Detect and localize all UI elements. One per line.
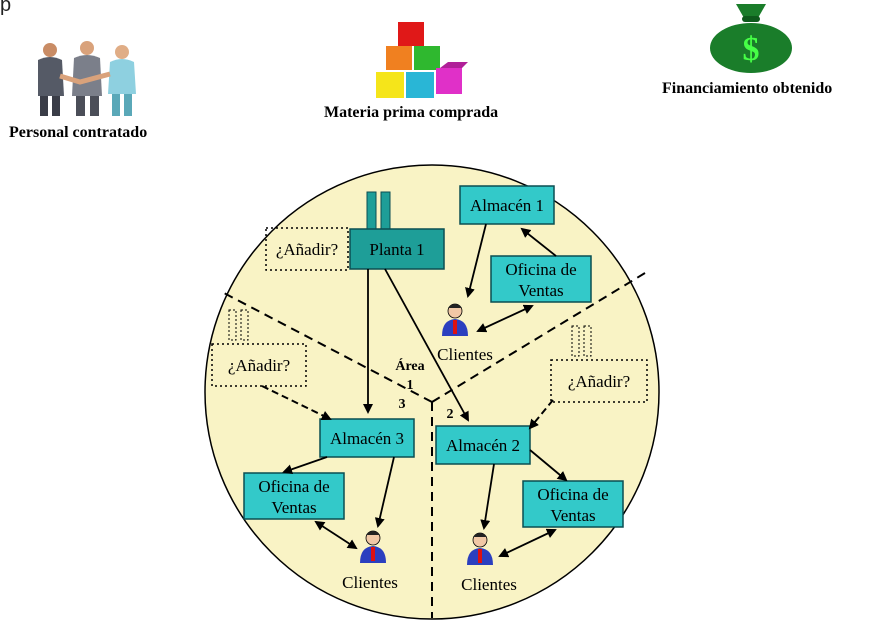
almacen-3-label: Almacén 3 [330,429,404,448]
anadir-box-top [265,227,349,271]
almacen-1-label: Almacén 1 [470,196,544,215]
oficina-area-2-line1: Oficina de [537,485,608,504]
planta-1-label: Planta 1 [369,240,424,259]
arrow-planta-to-almacen2 [384,268,469,422]
clientes-label-area-3: Clientes [342,573,398,592]
anadir-label-right: ¿Añadir? [568,372,630,391]
oficina-area-1-line1: Oficina de [505,260,576,279]
almacen-1-box [459,185,555,225]
client-icon-area-2 [467,532,493,565]
arrow-almacen1-to-clientes [465,223,487,298]
colored-blocks-icon [376,22,468,98]
oficina-box-area-2 [522,480,624,528]
personal-contratado-label: Personal contratado [9,124,148,141]
planta-1-box [349,228,445,270]
arrow-oficina2-clientes [498,528,557,558]
anadir-box-left [211,343,307,387]
arrow-almacen3-to-oficina3 [282,456,328,475]
chimney-sketch-right-2 [583,325,592,357]
chimney-sketch-left-1 [228,309,237,341]
area-divider-right [431,269,651,403]
arrow-oficina1-to-almacen1 [520,227,557,257]
corner-text-fragment: p [0,0,12,16]
clientes-label-area-1: Clientes [437,345,493,364]
financiamiento-label: Financiamiento obtenido [662,80,833,97]
anadir-box-right [550,359,648,403]
arrow-almacen2-to-oficina2 [529,449,568,482]
oficina-area-2-line2: Ventas [550,506,595,525]
arrow-anadir-right-to-almacen2 [528,399,554,430]
money-bag-icon: $ [710,4,792,73]
area-1-number: 1 [407,378,414,393]
planta-chimney-right [380,191,391,231]
arrow-almacen3-to-clientes [374,456,395,528]
arrow-oficina3-clientes [314,520,358,550]
business-people-icon [38,41,136,116]
chimney-sketch-right-1 [571,325,580,357]
anadir-label-left: ¿Añadir? [228,356,290,375]
anadir-label-top: ¿Añadir? [276,240,338,259]
clientes-label-area-2: Clientes [461,575,517,594]
area-3-number: 3 [399,397,406,412]
almacen-2-box [435,425,531,465]
area-2-number: 2 [447,407,454,422]
arrow-anadir-left-to-almacen3 [261,385,332,421]
client-icon-area-1 [442,303,468,336]
materia-prima-label: Materia prima comprada [324,104,499,121]
chimney-sketch-left-2 [240,309,249,341]
area-divider-left [221,291,433,403]
client-icon-area-3 [360,530,386,563]
arrow-almacen2-to-clientes [480,463,495,530]
oficina-area-1-line2: Ventas [518,281,563,300]
oficina-box-area-1 [490,255,592,303]
arrow-oficina1-clientes [476,304,534,333]
almacen-2-label: Almacén 2 [446,436,520,455]
almacen-3-box [319,418,415,458]
area-title-label: Área [395,357,424,374]
planta-chimney-left [366,191,377,231]
dollar-sign-icon: $ [743,31,760,68]
oficina-area-3-line2: Ventas [271,498,316,517]
oficina-area-3-line1: Oficina de [258,477,329,496]
oficina-box-area-3 [243,472,345,520]
